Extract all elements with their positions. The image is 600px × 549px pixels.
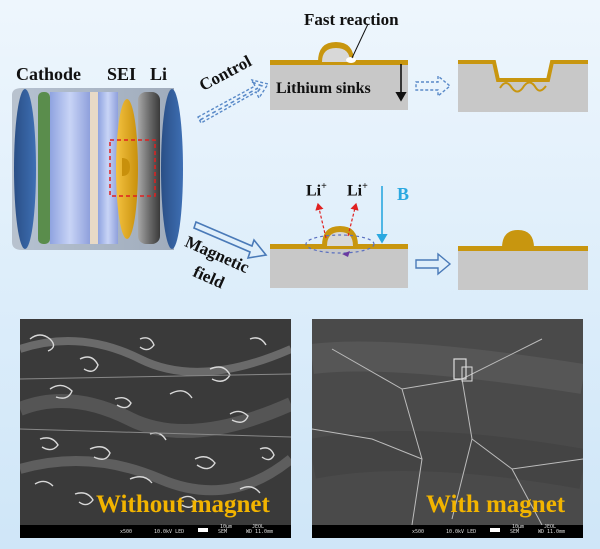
- sem-right-mode: SEM: [510, 529, 520, 535]
- sem-right-infobar: x500 10.0kV LED SEM WD 11.0mm 10μm JEOL: [312, 524, 583, 538]
- separator: [90, 92, 98, 244]
- schematic: [12, 23, 588, 290]
- li-ion-label-1: Li+: [306, 181, 327, 200]
- sem-right-voltage: 10.0kV LED: [446, 529, 477, 535]
- battery-cell: [12, 88, 183, 250]
- sem-image-right: With magnet x500 10.0kV LED SEM WD 11.0m…: [312, 319, 583, 538]
- sem-left-wd: WD 11.0mm: [246, 529, 274, 535]
- sem-left-infobar: x500 10.0kV LED SEM WD 11.0mm 10μm JEOL: [20, 524, 291, 538]
- fast-reaction-label: Fast reaction: [304, 10, 399, 29]
- sem-texture-left: [20, 319, 291, 525]
- sei-label: SEI: [107, 64, 137, 84]
- sem-image-left: Without magnet x500 10.0kV LED SEM WD 11…: [20, 319, 291, 538]
- magnetic-arrow: [193, 220, 268, 260]
- sem-right-caption: With magnet: [426, 491, 566, 518]
- sem-left-mode: SEM: [218, 529, 228, 535]
- sem-left-maker: JEOL: [252, 524, 265, 530]
- sem-left-mag: x500: [120, 529, 133, 535]
- magnetic-panel-1: [270, 186, 408, 288]
- cathode-label: Cathode: [16, 64, 82, 84]
- sem-left-caption: Without magnet: [96, 491, 270, 518]
- sei-bump: [122, 158, 130, 176]
- step-arrow-bottom: [415, 252, 452, 276]
- sem-right-scalebar: [490, 528, 500, 532]
- sem-right-mag: x500: [412, 529, 425, 535]
- magnetic-panel-2: [458, 230, 588, 290]
- electrolyte-right: [98, 92, 118, 244]
- zoom-box: [109, 139, 156, 197]
- sem-right-wd: WD 11.0mm: [538, 529, 566, 535]
- sem-left-scale: 10μm: [220, 524, 233, 530]
- sem-texture-right: [312, 319, 583, 525]
- lithium-sinks-label: Lithium sinks: [276, 80, 371, 97]
- anode-plate: [161, 89, 183, 249]
- li-ion-label-2: Li+: [347, 181, 368, 200]
- cathode-plate: [14, 89, 36, 249]
- electrolyte-left: [50, 92, 90, 244]
- sem-right-scale: 10μm: [512, 524, 525, 530]
- li-label: Li: [150, 64, 168, 84]
- li-layer: [138, 92, 160, 244]
- sem-left-voltage: 10.0kV LED: [154, 529, 185, 535]
- control-arrow: [199, 81, 264, 121]
- b-field-label: B: [397, 184, 410, 204]
- sem-left-scalebar: [198, 528, 208, 532]
- sem-right-maker: JEOL: [544, 524, 557, 530]
- control-panel-2: [458, 60, 588, 112]
- cathode-layer: [38, 92, 50, 244]
- step-arrow-top: [415, 74, 452, 98]
- control-panel-1: [270, 23, 408, 110]
